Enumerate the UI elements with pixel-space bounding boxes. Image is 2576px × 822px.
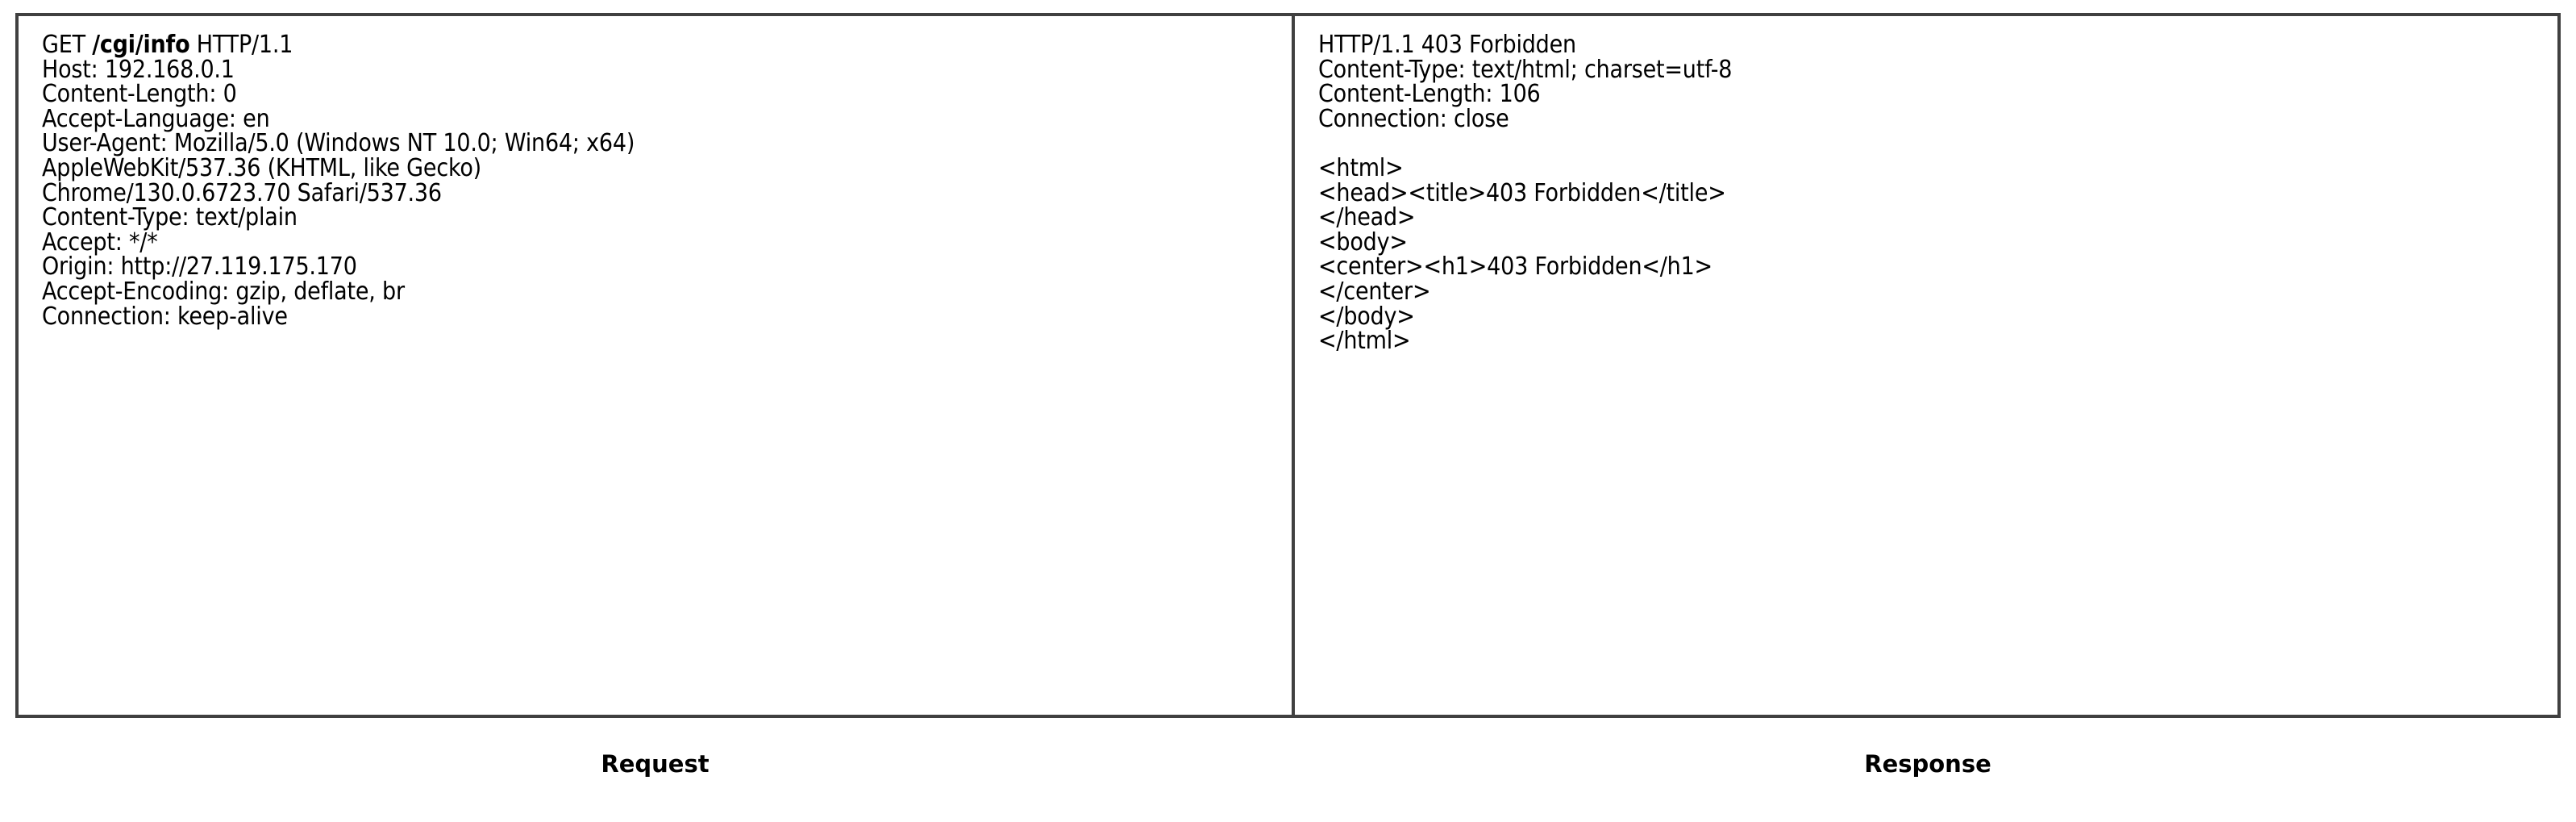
http-exchange-box: GET /cgi/info HTTP/1.1 Host: 192.168.0.1… [15, 13, 2561, 718]
response-body-line: <head><title>403 Forbidden</title> [1318, 178, 1726, 207]
request-header-line: AppleWebKit/537.36 (KHTML, like Gecko) [42, 153, 481, 182]
request-start-line: GET /cgi/info HTTP/1.1 [42, 31, 1292, 59]
request-header-line: Content-Type: text/plain [42, 203, 298, 232]
request-header-line: Accept: */* [42, 227, 158, 257]
response-blank-line [1318, 131, 2557, 156]
response-caption-text: Response [1864, 750, 1991, 778]
response-body-line: <center><h1>403 Forbidden</h1> [1318, 252, 1712, 282]
request-caption: Request [15, 750, 1295, 778]
response-body-line: <body> [1318, 227, 1408, 257]
request-http-version: HTTP/1.1 [189, 31, 293, 59]
response-pane: HTTP/1.1 403 Forbidden Content-Type: tex… [1295, 16, 2557, 715]
request-header-line: Host: 192.168.0.1 [42, 55, 235, 84]
request-message-lines: GET /cgi/info HTTP/1.1 Host: 192.168.0.1… [42, 31, 1292, 331]
pane-captions: Request Response [15, 750, 2561, 778]
request-method: GET [42, 31, 93, 59]
request-header-line: Accept-Encoding: gzip, deflate, br [42, 277, 405, 306]
response-header-line: Content-Type: text/html; charset=utf-8 [1318, 55, 1733, 84]
response-status-line: HTTP/1.1 403 Forbidden [1318, 31, 1576, 59]
request-pane: GET /cgi/info HTTP/1.1 Host: 192.168.0.1… [19, 16, 1295, 715]
response-header-line: Connection: close [1318, 104, 1509, 133]
request-caption-text: Request [601, 750, 710, 778]
response-body-line: </body> [1318, 302, 1415, 331]
response-caption: Response [1295, 750, 2561, 778]
request-path: /cgi/info [92, 31, 190, 59]
request-header-line: Origin: http://27.119.175.170 [42, 252, 357, 282]
request-header-line: User-Agent: Mozilla/5.0 (Windows NT 10.0… [42, 129, 635, 158]
request-header-line: Connection: keep-alive [42, 302, 288, 331]
response-body-line: </head> [1318, 203, 1416, 232]
request-header-line: Chrome/130.0.6723.70 Safari/537.36 [42, 178, 442, 207]
response-message-lines: HTTP/1.1 403 Forbidden Content-Type: tex… [1318, 31, 2557, 356]
request-header-line: Accept-Language: en [42, 104, 270, 133]
response-body-line: <html> [1318, 153, 1404, 182]
response-body-line: </html> [1318, 327, 1411, 356]
response-header-line: Content-Length: 106 [1318, 80, 1541, 109]
response-body-line: </center> [1318, 277, 1431, 306]
request-header-line: Content-Length: 0 [42, 80, 237, 109]
